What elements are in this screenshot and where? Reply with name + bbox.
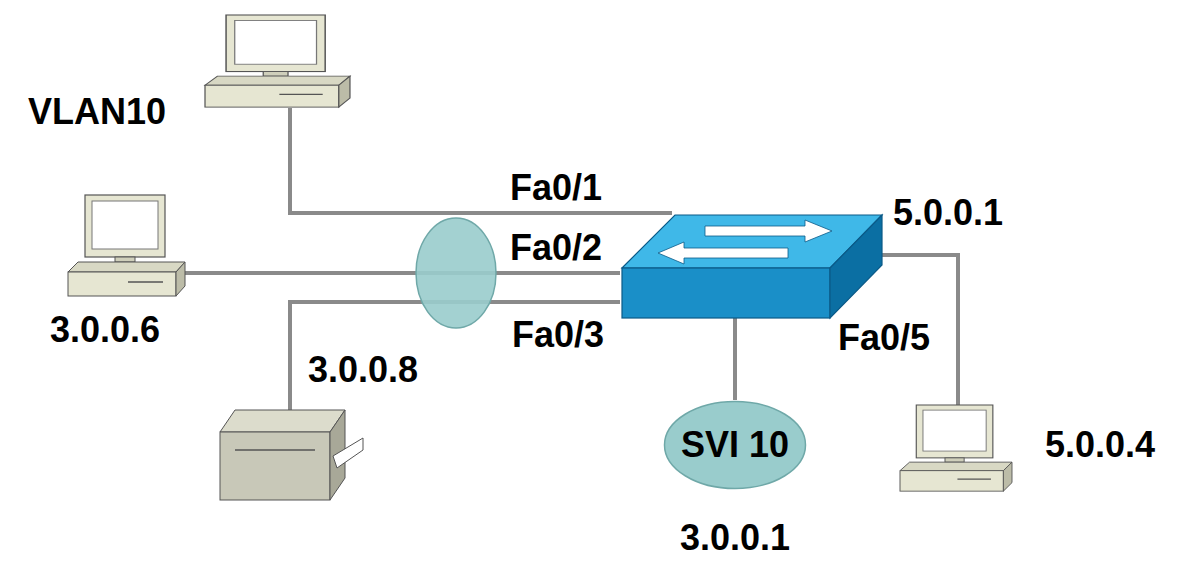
svi-node: SVI 103.0.0.1	[663, 400, 807, 490]
pc-icon	[68, 195, 185, 297]
port-name: Fa0/1	[510, 168, 602, 208]
switch-side	[830, 215, 882, 318]
pc-base-top	[205, 76, 350, 85]
port-name: Fa0/5	[838, 318, 930, 358]
printer-front	[220, 432, 330, 500]
switch-front	[622, 268, 830, 318]
monitor-stand	[115, 257, 135, 262]
vlan-bundle	[416, 218, 496, 328]
pc-drawing	[900, 405, 1012, 491]
switch-icon	[620, 215, 882, 318]
switch-arrow	[705, 220, 832, 242]
svi-ellipse	[665, 402, 806, 489]
monitor-stand	[263, 72, 288, 77]
drive-slot	[957, 479, 991, 480]
screen	[92, 201, 158, 249]
pc-base-front	[68, 272, 176, 296]
vlan-name: VLAN10	[28, 92, 166, 132]
paper-tray	[333, 438, 363, 468]
pc-icon	[900, 405, 1012, 492]
access-link	[290, 108, 672, 213]
port-name: Fa0/2	[510, 228, 602, 268]
pc-icon	[205, 15, 350, 107]
pc-base-side	[176, 262, 185, 296]
ip-address: 5.0.0.1	[893, 193, 1003, 233]
pc-base-front	[900, 471, 1003, 491]
switch-node: 5.0.0.1	[620, 215, 882, 318]
drive-slot	[279, 94, 322, 95]
pc-base-side	[339, 76, 350, 107]
ip-address: 3.0.0.8	[308, 350, 418, 390]
network-link	[733, 318, 737, 400]
pc-node: 3.0.0.6	[68, 195, 185, 297]
port-name: Fa0/3	[512, 315, 604, 355]
printer-top	[220, 410, 345, 432]
ip-address: 5.0.0.4	[1045, 425, 1155, 465]
ip-address: 3.0.0.1	[680, 518, 790, 558]
monitor	[85, 195, 165, 257]
screen	[235, 20, 317, 64]
screen	[923, 410, 986, 451]
ip-address: 3.0.0.6	[50, 310, 160, 350]
monitor	[916, 405, 993, 458]
paper-slot	[235, 449, 315, 451]
svi-name: SVI 10	[681, 425, 789, 465]
pc-base-top	[68, 262, 185, 272]
pc-base-front	[205, 85, 339, 107]
monitor	[226, 15, 325, 72]
drive-slot	[128, 281, 163, 283]
switch-arrow	[658, 242, 788, 264]
pc-node: 5.0.0.4	[900, 405, 1012, 492]
pc-base-top	[900, 462, 1012, 471]
printer-drawing	[220, 410, 363, 500]
pc-base-side	[1003, 462, 1012, 491]
printer-icon	[215, 410, 365, 505]
printer-node: 3.0.0.8	[215, 410, 365, 505]
pc-drawing	[68, 195, 185, 296]
monitor-stand	[945, 458, 964, 462]
network-link	[185, 271, 620, 275]
